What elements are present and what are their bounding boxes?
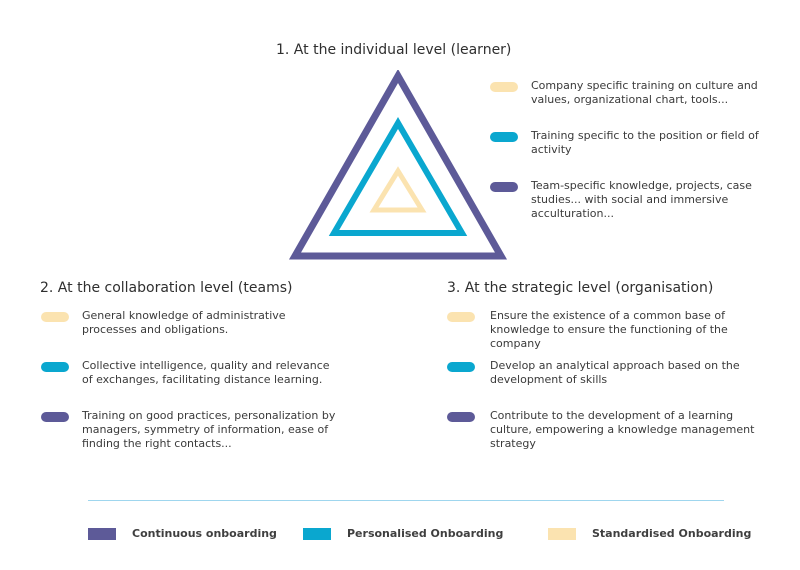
individual-item-text: Company specific training on culture and… <box>531 79 758 106</box>
middle-triangle-personalised <box>328 117 468 236</box>
legend-swatch-personalised <box>303 527 331 540</box>
legend-label: Standardised Onboarding <box>592 527 752 540</box>
strategic-item-text: Develop an analytical approach based on … <box>490 359 740 386</box>
strategic-item-text: Ensure the existence of a common base of… <box>490 309 728 350</box>
continuous-swatch <box>41 412 69 422</box>
legend-label: Personalised Onboarding <box>347 527 504 540</box>
legend-swatch-continuous <box>88 527 116 540</box>
standardised-swatch <box>490 82 518 92</box>
personalised-swatch <box>447 362 475 372</box>
legend-item-personalised: Personalised Onboarding <box>303 527 503 540</box>
personalised-swatch <box>490 132 518 142</box>
continuous-swatch <box>447 412 475 422</box>
standardised-swatch <box>41 312 69 322</box>
strategic-item-text: Contribute to the development of a learn… <box>490 409 755 450</box>
collaboration-item-text: Collective intelligence, quality and rel… <box>82 359 330 386</box>
collaboration-item-text: Training on good practices, personalizat… <box>82 409 336 450</box>
individual-item: Company specific training on culture and… <box>490 79 760 107</box>
strategic-level-title: 3. At the strategic level (organisation) <box>447 280 714 296</box>
nested-triangles-diagram <box>288 70 508 260</box>
individual-item-text: Team-specific knowledge, projects, case … <box>531 179 752 220</box>
collaboration-item: Training on good practices, personalizat… <box>41 409 341 451</box>
inner-triangle-standardised <box>369 166 427 213</box>
strategic-item: Contribute to the development of a learn… <box>447 409 757 451</box>
strategic-item: Develop an analytical approach based on … <box>447 359 757 387</box>
collaboration-level-title: 2. At the collaboration level (teams) <box>40 280 293 296</box>
legend-item-standardised: Standardised Onboarding <box>548 527 751 540</box>
legend-item-continuous: Continuous onboarding <box>88 527 277 540</box>
collaboration-item: Collective intelligence, quality and rel… <box>41 359 341 387</box>
individual-item-text: Training specific to the position or fie… <box>531 129 759 156</box>
individual-level-title: 1. At the individual level (learner) <box>276 42 512 58</box>
collaboration-item-text: General knowledge of administrative proc… <box>82 309 286 336</box>
individual-item: Training specific to the position or fie… <box>490 129 760 157</box>
individual-item: Team-specific knowledge, projects, case … <box>490 179 760 221</box>
outer-triangle-continuous <box>288 70 508 260</box>
collaboration-item: General knowledge of administrative proc… <box>41 309 341 337</box>
personalised-swatch <box>41 362 69 372</box>
strategic-item: Ensure the existence of a common base of… <box>447 309 757 351</box>
continuous-swatch <box>490 182 518 192</box>
legend-divider <box>88 500 724 501</box>
standardised-swatch <box>447 312 475 322</box>
legend-swatch-standardised <box>548 527 576 540</box>
legend-label: Continuous onboarding <box>132 527 277 540</box>
